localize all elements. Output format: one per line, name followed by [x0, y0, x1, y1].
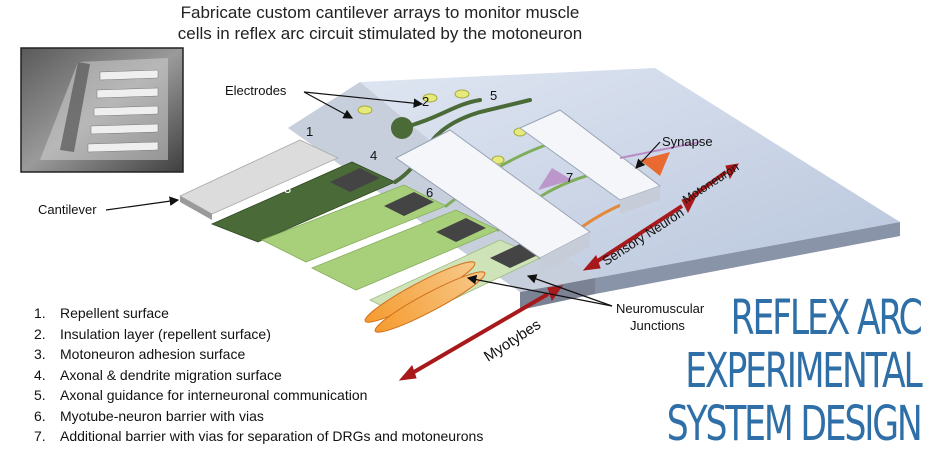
title-line-3: SYSTEM DESIGN: [667, 396, 923, 452]
barrier-walls: [395, 109, 662, 274]
diagram-number-2: 2: [422, 94, 429, 109]
legend-item: 6.Myotube-neuron barrier with vias: [34, 407, 264, 424]
synapse-label: Synapse: [662, 134, 713, 149]
cantilever-label: Cantilever: [38, 202, 97, 217]
headline-line-1: Fabricate custom cantilever arrays to mo…: [180, 3, 580, 22]
legend-item: 5.Axonal guidance for interneuronal comm…: [34, 387, 368, 403]
page-title: REFLEX ARC EXPERIMENTAL SYSTEM DESIGN: [667, 290, 923, 452]
legend-list: 1.Repellent surface 2.Insulation layer (…: [34, 303, 483, 447]
callout-lines: [105, 91, 661, 307]
diagram-number-4: 4: [370, 148, 377, 163]
diagram-number-1: 1: [306, 124, 313, 139]
myotubes-label: Myotybes: [481, 316, 544, 365]
legend-item: 7.Additional barrier with vias for separ…: [34, 428, 484, 444]
legend-item: 2.Insulation layer (repellent surface): [34, 325, 271, 342]
diagram-numbers: 1 2 3 4 5 6 7: [284, 88, 573, 200]
diagram-number-3: 3: [284, 181, 291, 196]
diagram-number-5: 5: [490, 88, 497, 103]
electrodes-label: Electrodes: [225, 83, 287, 98]
legend-item: 1.Repellent surface: [34, 305, 169, 321]
title-line-1: REFLEX ARC: [731, 290, 923, 346]
headline: Fabricate custom cantilever arrays to mo…: [130, 2, 630, 44]
diagram-number-7: 7: [566, 170, 573, 185]
diagram-number-6: 6: [426, 185, 433, 200]
legend-item: 3.Motoneuron adhesion surface: [34, 346, 246, 362]
title-line-2: EXPERIMENTAL: [685, 343, 923, 399]
sem-inset-image: [20, 47, 184, 173]
neuron-cells: [538, 141, 701, 190]
red-arrows: [398, 163, 739, 381]
legend-item: 4.Axonal & dendrite migration surface: [34, 366, 282, 383]
neuromuscular-label-line-2: Junctions: [630, 318, 685, 333]
headline-line-2: cells in reflex arc circuit stimulated b…: [177, 24, 583, 43]
myotube-cells: [364, 261, 486, 333]
electrode-pad: [391, 117, 413, 139]
neuromuscular-label-line-1: Neuromuscular: [616, 301, 705, 316]
